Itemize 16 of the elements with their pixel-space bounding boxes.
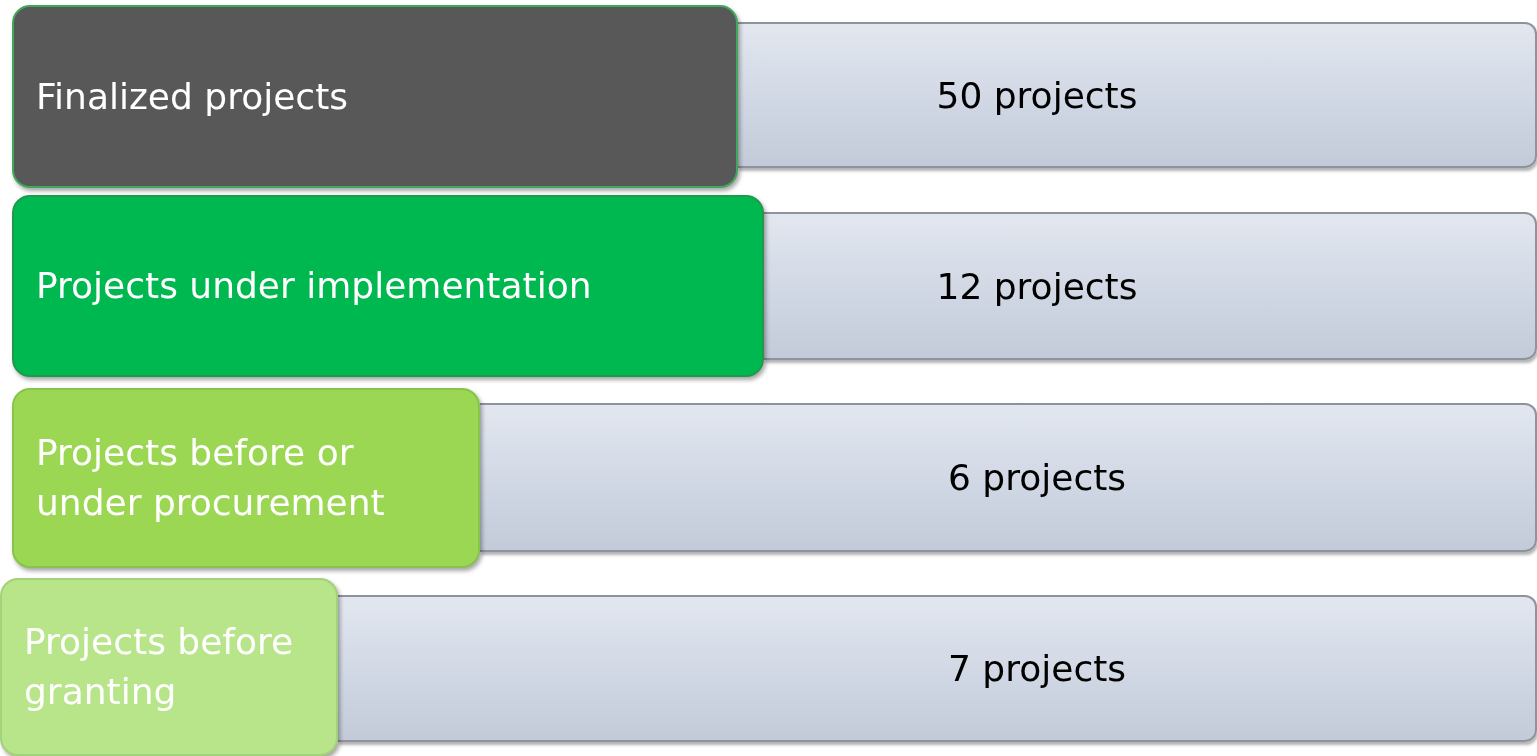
category-box xyxy=(12,195,764,377)
count-box xyxy=(738,22,1537,168)
count-label: 6 projects xyxy=(948,457,1127,498)
category-box xyxy=(12,5,738,188)
count-box xyxy=(480,403,1537,552)
count-box xyxy=(764,212,1537,360)
category-label: Projects before or under procurement xyxy=(36,431,386,525)
category-label: Finalized projects xyxy=(36,74,348,119)
category-box xyxy=(12,388,480,568)
category-label: Projects before granting xyxy=(24,620,295,714)
count-label: 12 projects xyxy=(936,265,1138,307)
count-label: 7 projects xyxy=(948,648,1127,689)
count-label: 50 projects xyxy=(936,74,1138,116)
category-box xyxy=(0,578,338,756)
category-label: Projects under implementation xyxy=(36,264,592,308)
count-box xyxy=(338,595,1537,742)
